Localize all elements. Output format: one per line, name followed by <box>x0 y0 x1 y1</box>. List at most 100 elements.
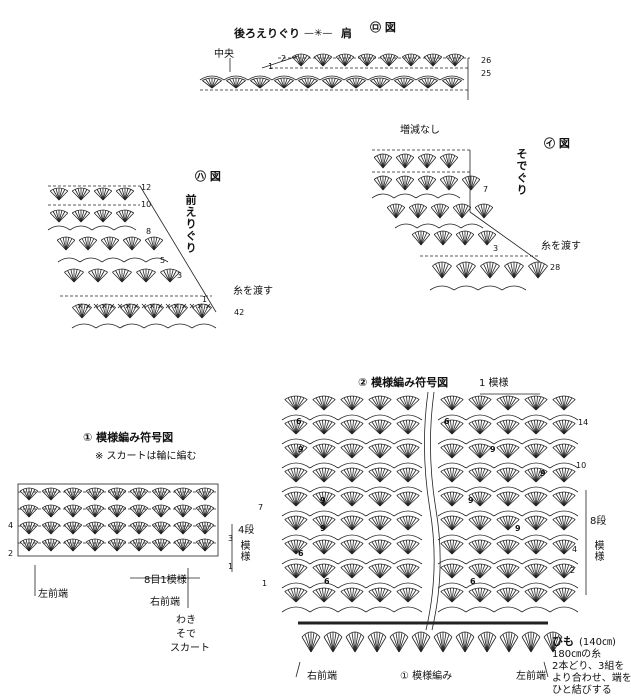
shell-stitch-stroke <box>451 516 454 531</box>
shell-stitch-stroke <box>524 591 537 603</box>
shell-stitch-stroke <box>138 506 146 518</box>
shell-stitch-arc <box>468 563 492 568</box>
chain-arch <box>521 582 551 589</box>
shell-stitch-stroke <box>399 493 409 507</box>
shell-stitch-stroke <box>398 177 406 191</box>
shell-stitch-stroke <box>510 262 515 279</box>
shell-stitch-stroke <box>450 444 453 459</box>
shell-stitch-stroke <box>312 519 325 531</box>
shell-stitch-stroke <box>284 567 297 579</box>
shell-stitch-stroke <box>44 540 52 552</box>
no-change-label: 増減なし <box>400 125 440 136</box>
shell-stitch-stroke <box>323 564 326 579</box>
shell-stitch-stroke <box>287 565 297 579</box>
shell-stitch-stroke <box>139 270 147 283</box>
shell-stitch-stroke <box>563 468 566 483</box>
shell-stitch-stroke <box>94 488 99 501</box>
shell-stitch-stroke <box>562 396 565 411</box>
shell-stitch-stroke <box>115 212 126 223</box>
shell-stitch-stroke <box>116 507 127 518</box>
shell-stitch-stroke <box>451 519 464 531</box>
shell-stitch-stroke <box>323 591 336 603</box>
shell-stitch-stroke <box>507 421 517 435</box>
pattern2-title: ② 模様編み符号図 <box>358 376 449 389</box>
chain-arch <box>393 510 423 517</box>
shell-stitch-arc <box>496 467 520 472</box>
shell-stitch-stroke <box>474 468 481 483</box>
left-edge-arrow <box>543 661 549 678</box>
shell-stitch-stroke <box>315 421 325 435</box>
shell-stitch-stroke <box>295 468 302 483</box>
chain-arch <box>281 438 311 445</box>
shell-stitch-stroke <box>88 271 99 283</box>
shell-stitch-stroke <box>71 212 82 223</box>
shell-stitch-stroke <box>129 307 140 319</box>
shell-stitch-stroke <box>350 516 353 531</box>
repeat-label-p1: 8目1模様 <box>144 575 187 586</box>
shell-stitch-stroke <box>442 155 450 169</box>
count-6: 6 <box>296 417 302 426</box>
chain-arch <box>493 414 523 421</box>
shell-stitch-arc <box>455 631 475 638</box>
shell-stitch-stroke <box>426 155 434 169</box>
shell-stitch-stroke <box>274 80 285 89</box>
chain-arch <box>79 257 103 263</box>
shell-stitch-stroke <box>295 468 298 483</box>
chain-arch <box>415 193 439 199</box>
shell-stitch-stroke <box>414 232 422 246</box>
shell-stitch-stroke <box>77 210 82 223</box>
shell-stitch-stroke <box>78 239 89 251</box>
shell-stitch-stroke <box>535 564 538 579</box>
row-num-p2-7: 7 <box>258 503 264 512</box>
shell-stitch-stroke <box>351 519 364 531</box>
shell-stitch-stroke <box>129 305 137 319</box>
shell-stitch-stroke <box>379 420 382 435</box>
shell-stitch-stroke <box>72 540 80 552</box>
shell-stitch-stroke <box>87 238 95 251</box>
shell-stitch-arc <box>41 487 61 492</box>
shell-stitch-stroke <box>471 493 481 507</box>
shell-stitch-stroke <box>446 540 453 555</box>
shell-stitch-stroke <box>446 564 453 579</box>
shell-stitch-arc <box>379 53 399 58</box>
shell-stitch-stroke <box>294 420 297 435</box>
shell-stitch-stroke <box>69 488 74 501</box>
chain-arch <box>465 438 495 445</box>
shell-stitch-stroke <box>406 516 409 531</box>
shell-stitch-stroke <box>426 177 434 191</box>
shell-stitch-stroke <box>521 636 532 653</box>
shell-stitch-stroke <box>440 543 453 555</box>
shell-stitch-stroke <box>118 189 126 201</box>
shell-stitch-stroke <box>304 78 309 89</box>
shell-stitch-stroke <box>179 488 184 501</box>
shell-stitch-stroke <box>355 79 363 89</box>
chain-arch <box>337 414 367 421</box>
shell-stitch-stroke <box>506 420 509 435</box>
shell-stitch-stroke <box>458 634 466 653</box>
shell-stitch-stroke <box>404 157 415 169</box>
row-num-p1-3: 3 <box>228 534 234 543</box>
shell-stitch-stroke <box>107 507 118 518</box>
shell-stitch-stroke <box>150 237 155 251</box>
shell-stitch-stroke <box>322 420 325 435</box>
shell-stitch-stroke <box>558 444 565 459</box>
shell-stitch-stroke <box>433 205 441 219</box>
shell-stitch-stroke <box>323 469 333 483</box>
shell-stitch-stroke <box>366 54 371 67</box>
shell-stitch-stroke <box>88 506 96 518</box>
shell-stitch-stroke <box>480 265 491 279</box>
shell-stitch-arc <box>85 521 105 526</box>
shell-stitch-stroke <box>66 540 74 552</box>
row-num-p2-1: 1 <box>262 579 268 588</box>
chain-arch <box>365 582 395 589</box>
shell-stitch-stroke <box>41 507 52 518</box>
shell-stitch-stroke <box>407 420 410 435</box>
shell-stitch-stroke <box>535 591 548 603</box>
shell-stitch-arc <box>552 419 576 424</box>
shell-stitch-stroke <box>332 634 340 653</box>
shell-stitch-arc <box>151 487 171 492</box>
shell-stitch-stroke <box>122 239 133 251</box>
shell-stitch-stroke <box>427 80 438 89</box>
shell-stitch-stroke <box>436 634 444 653</box>
chain-arch <box>437 510 467 517</box>
